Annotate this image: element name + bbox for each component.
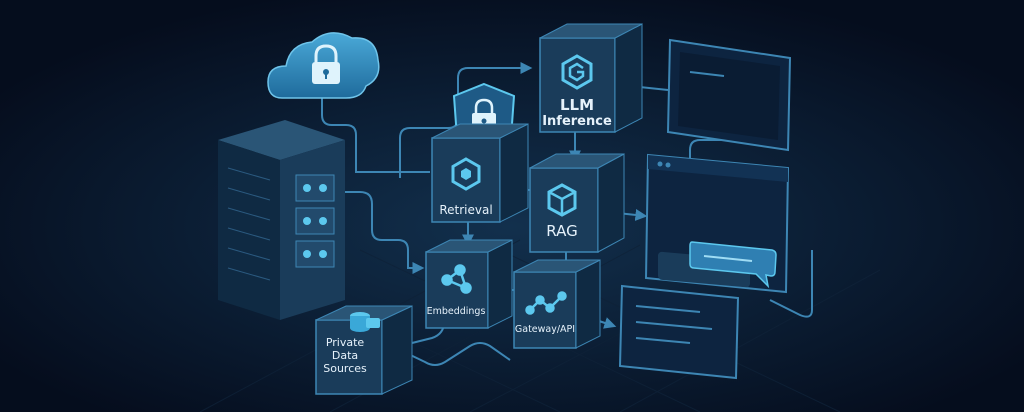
- llm-label-line2: Inference: [542, 114, 612, 129]
- cloud-lock-icon: [267, 32, 380, 99]
- chat-bubble-icon: [689, 241, 777, 289]
- private-label-line1: Private: [326, 336, 365, 349]
- node-llm-inference: LLM Inference: [539, 23, 643, 133]
- document-window: [618, 284, 740, 380]
- connector-private-to-gateway: [399, 342, 511, 366]
- private-label-line3: Sources: [323, 362, 367, 375]
- node-rag: RAG: [529, 153, 625, 253]
- connector-chat-cable: [689, 139, 760, 160]
- cube-icon: [547, 183, 577, 217]
- database-icon: [350, 312, 380, 332]
- chat-window: [644, 153, 790, 294]
- private-label-line2: Data: [332, 349, 358, 362]
- node-retrieval: Retrieval: [431, 123, 529, 223]
- gateway-label: Gateway/API: [515, 324, 575, 335]
- connector-server-to-embeddings: [340, 191, 425, 274]
- embeddings-label: Embeddings: [427, 306, 486, 317]
- connector-cloud-to-retrieval: [321, 90, 430, 173]
- server-rack: [218, 120, 345, 320]
- node-private-data-sources: Private Data Sources: [315, 305, 413, 395]
- connector-doc-cable: [769, 250, 813, 318]
- network-line-icon: [525, 291, 567, 315]
- rag-label: RAG: [546, 222, 577, 240]
- hexagon-icon: [561, 54, 593, 90]
- llm-label-line1: LLM: [560, 96, 594, 114]
- retrieval-label: Retrieval: [439, 203, 492, 217]
- graph-nodes-icon: [441, 264, 472, 294]
- node-embeddings: Embeddings: [425, 239, 513, 329]
- node-gateway-api: Gateway/API: [513, 259, 601, 349]
- monitor-panel: [666, 38, 792, 152]
- hexagon-icon: [451, 157, 481, 191]
